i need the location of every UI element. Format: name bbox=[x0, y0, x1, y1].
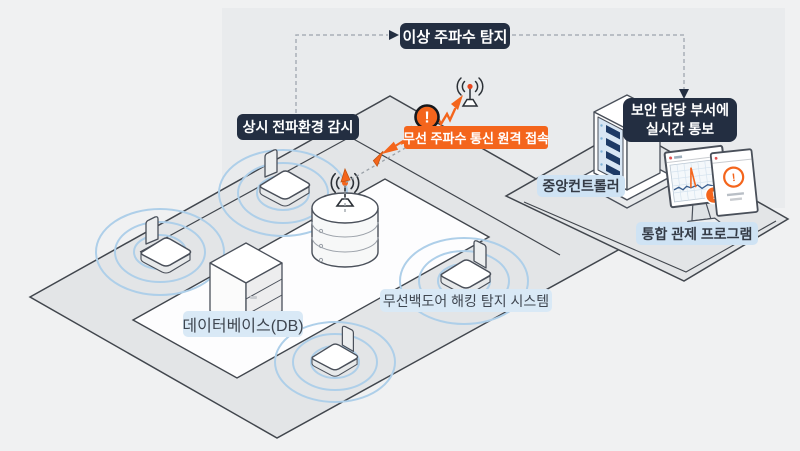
antenna-flap bbox=[341, 325, 354, 352]
label-rf-remote-access: 무선 주파수 통신 원격 접속 bbox=[403, 126, 549, 149]
signal-dot bbox=[467, 83, 473, 90]
indicator-dot bbox=[318, 257, 324, 263]
antenna-icon bbox=[330, 172, 360, 207]
popup-warning-icon: ! bbox=[723, 166, 745, 188]
label-integrated-control-program: 통합 관제 프로그램 bbox=[636, 222, 758, 245]
label-database: 데이터베이스(DB) bbox=[182, 311, 304, 337]
label-wireless-backdoor-detection: 무선백도어 해킹 탐지 시스템 bbox=[380, 289, 552, 312]
svg-text:!: ! bbox=[424, 110, 429, 127]
dashed-connector-left bbox=[295, 34, 388, 113]
drawer-handle bbox=[250, 296, 257, 299]
antenna-flap bbox=[264, 149, 278, 178]
orange-arrow-diag-icon bbox=[372, 150, 384, 168]
frequency-spike bbox=[690, 167, 697, 188]
antenna-flap bbox=[145, 216, 159, 245]
label-security-notification: 보안 담당 부서에 실시간 통보 bbox=[623, 98, 737, 142]
sensor-device-upper bbox=[259, 149, 311, 207]
indicator-dot bbox=[318, 243, 324, 249]
antenna-flap bbox=[473, 240, 487, 269]
signal-arrow-icons bbox=[340, 150, 384, 183]
sensor-device-left bbox=[140, 216, 192, 274]
sensor-device-bottom bbox=[311, 325, 359, 377]
rogue-antenna-icon bbox=[456, 77, 484, 107]
svg-text:!: ! bbox=[712, 190, 717, 202]
label-constant-radio-monitoring: 상시 전파환경 감시 bbox=[237, 114, 359, 140]
label-abnormal-frequency-detection: 이상 주파수 탐지 bbox=[400, 23, 510, 49]
popup-text-line bbox=[726, 192, 745, 197]
tower-slots bbox=[606, 125, 620, 179]
window-title-bar bbox=[673, 155, 683, 159]
popup-text-line bbox=[729, 197, 743, 201]
window-dot-icon bbox=[669, 156, 673, 160]
label-central-controller: 중앙컨트롤러 bbox=[537, 175, 625, 197]
svg-text:!: ! bbox=[731, 172, 736, 184]
label-notify-line2: 실시간 통보 bbox=[645, 121, 715, 137]
window-dot-icon bbox=[714, 156, 718, 160]
burst-arrowhead-icon bbox=[451, 95, 463, 110]
alert-popup: ! bbox=[709, 148, 759, 217]
label-notify-line1: 보안 담당 부서에 bbox=[631, 102, 729, 118]
indicator-dot bbox=[318, 228, 324, 234]
database-cylinder bbox=[311, 172, 379, 268]
dashed-connector-right bbox=[512, 34, 685, 89]
tower-leds bbox=[600, 124, 603, 166]
arrow-right-icon bbox=[389, 30, 399, 40]
arrow-down-icon bbox=[679, 89, 689, 99]
orange-arrow-up-icon bbox=[340, 167, 351, 183]
